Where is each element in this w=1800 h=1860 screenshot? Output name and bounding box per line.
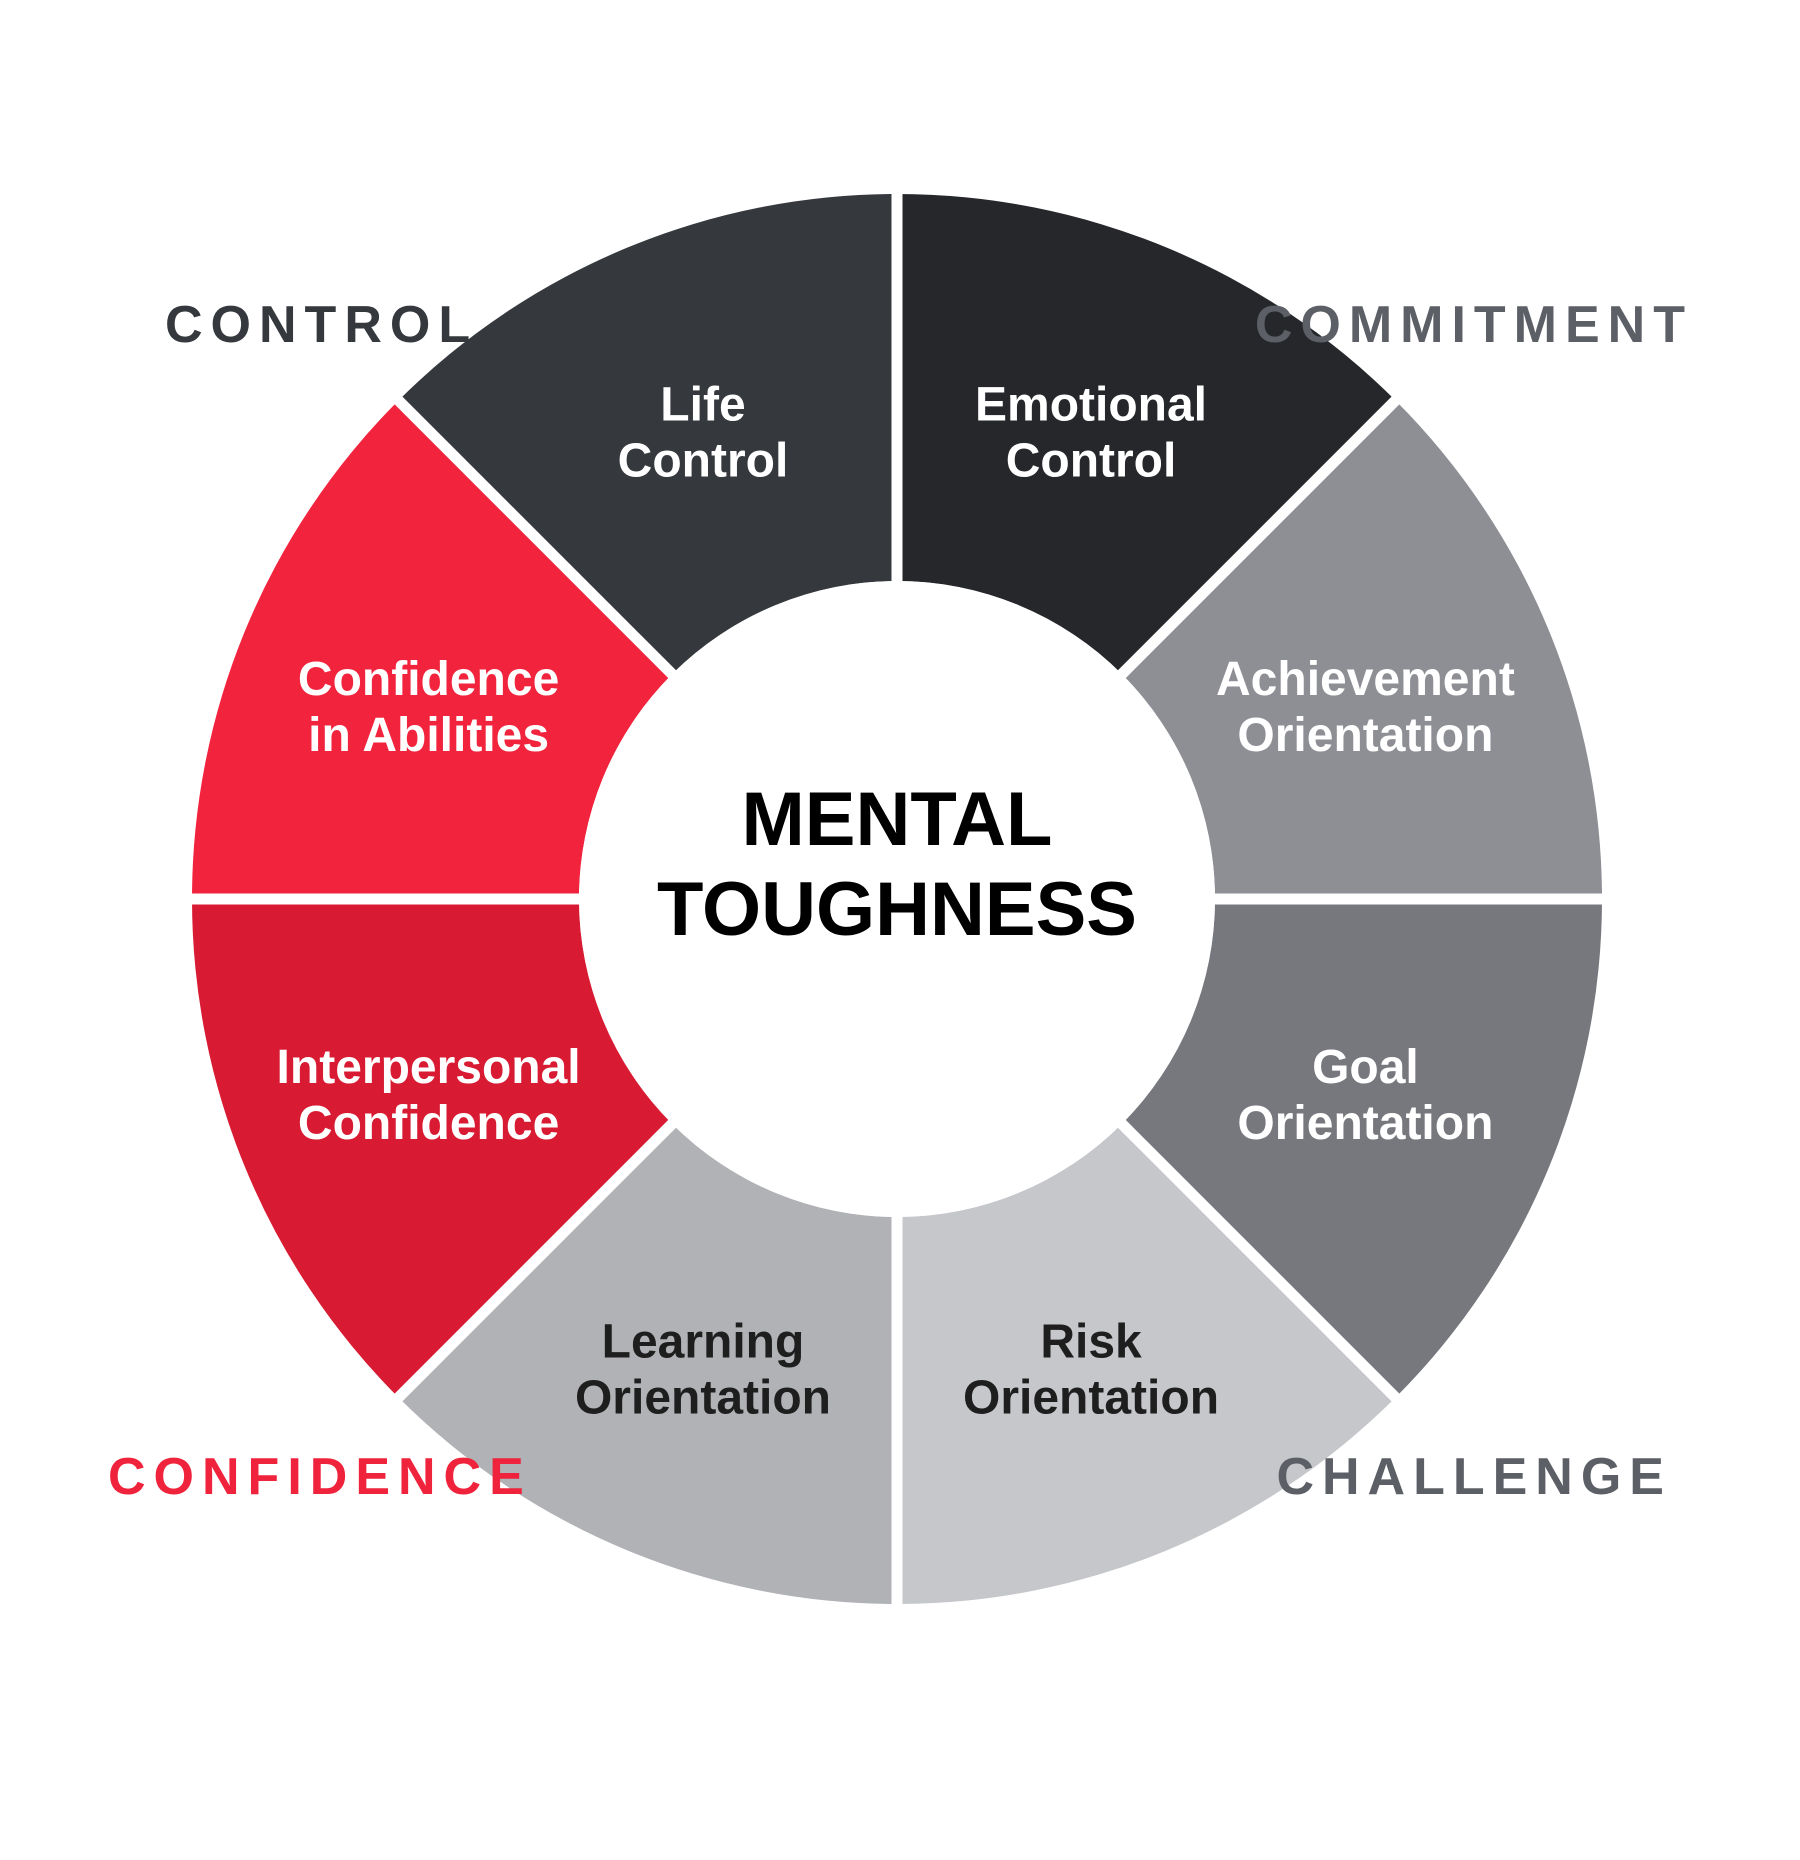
- segment-separator: [1116, 1118, 1403, 1405]
- segment-achievement-orientation: [1121, 400, 1602, 899]
- segment-learning-orientation: [398, 1123, 897, 1604]
- segment-separator: [391, 393, 678, 680]
- segment-risk-orientation: [897, 1123, 1396, 1604]
- segment-separator: [1116, 393, 1403, 680]
- segment-goal-orientation: [1121, 899, 1602, 1398]
- center-disc: [579, 581, 1215, 1217]
- segment-emotional-control: [897, 194, 1396, 675]
- group-label-commitment: COMMITMENT: [1255, 296, 1693, 354]
- group-label-confidence: CONFIDENCE: [108, 1448, 532, 1506]
- separators-layer: [188, 190, 1606, 1608]
- center-title-line-2: TOUGHNESS: [657, 867, 1137, 952]
- segment-confidence-in-abilities: [192, 400, 673, 899]
- segments-layer: [192, 193, 1602, 1604]
- segment-separator: [391, 1118, 678, 1405]
- group-label-challenge: CHALLENGE: [1276, 1448, 1672, 1506]
- center-title-line-1: MENTAL: [742, 777, 1053, 862]
- group-label-control: CONTROL: [165, 296, 478, 354]
- segment-interpersonal-confidence: [192, 899, 673, 1398]
- segment-life-control: [398, 193, 897, 675]
